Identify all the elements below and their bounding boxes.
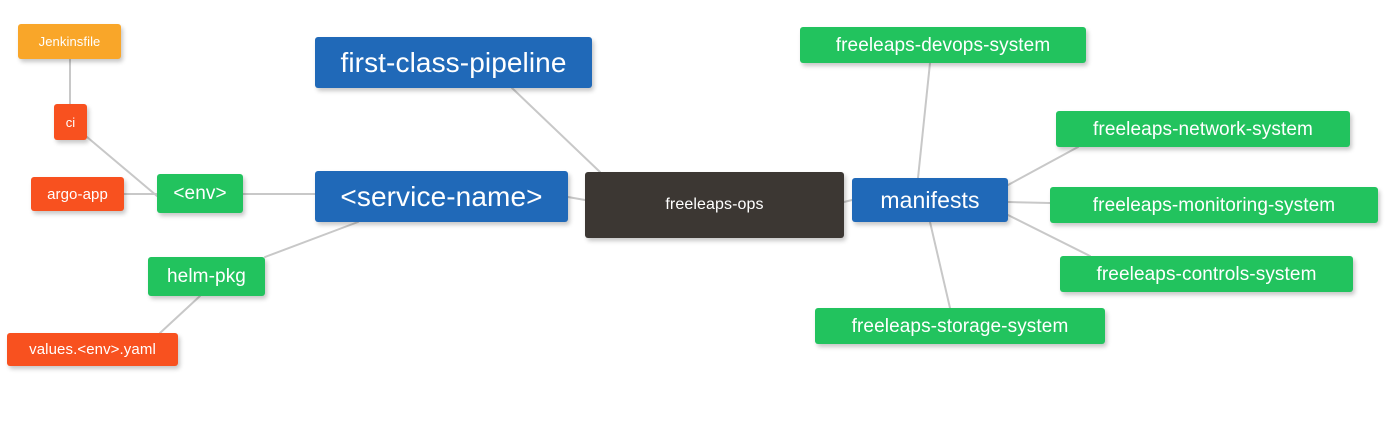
- mindmap-edge-manifests-to-freeleaps-devops-system: [917, 62, 931, 179]
- mindmap-node-label: <service-name>: [340, 180, 543, 212]
- mindmap-node-label: Jenkinsfile: [38, 34, 101, 49]
- mindmap-node-freeleaps-devops-system[interactable]: freeleaps-devops-system: [800, 27, 1086, 63]
- mindmap-node-label: freeleaps-storage-system: [851, 315, 1069, 337]
- mindmap-edge-manifests-to-freeleaps-storage-system: [929, 221, 951, 309]
- mindmap-node-label: freeleaps-network-system: [1093, 118, 1313, 140]
- mindmap-node-values-env-yaml[interactable]: values.<env>.yaml: [7, 333, 178, 366]
- mindmap-node-label: ci: [65, 114, 76, 130]
- mindmap-node-label: values.<env>.yaml: [29, 341, 156, 358]
- mindmap-edge-values-env-yaml-to-helm-pkg: [159, 295, 201, 334]
- mindmap-node-label: helm-pkg: [167, 266, 246, 287]
- mindmap-node-manifests[interactable]: manifests: [852, 178, 1008, 222]
- mindmap-node-freeleaps-monitoring-system[interactable]: freeleaps-monitoring-system: [1050, 187, 1378, 223]
- mindmap-node-label: freeleaps-monitoring-system: [1092, 194, 1336, 216]
- mindmap-node-helm-pkg[interactable]: helm-pkg: [148, 257, 265, 296]
- mindmap-edge-manifests-to-freeleaps-monitoring-system: [1007, 201, 1051, 204]
- mindmap-node-freeleaps-controls-system[interactable]: freeleaps-controls-system: [1060, 256, 1353, 292]
- mindmap-node-label: <env>: [173, 183, 227, 204]
- mindmap-node-label: freeleaps-ops: [665, 196, 764, 213]
- mindmap-node-argo-app[interactable]: argo-app: [31, 177, 124, 211]
- mindmap-edge-service-name-to-freeleaps-ops: [567, 196, 586, 201]
- mindmap-node-jenkinsfile[interactable]: Jenkinsfile: [18, 24, 121, 59]
- mindmap-node-freeleaps-ops[interactable]: freeleaps-ops: [585, 172, 844, 238]
- mindmap-edge-helm-pkg-to-service-name: [264, 221, 359, 258]
- mindmap-node-env[interactable]: <env>: [157, 174, 243, 213]
- mindmap-node-label: argo-app: [47, 185, 108, 203]
- mindmap-node-freeleaps-network-system[interactable]: freeleaps-network-system: [1056, 111, 1350, 147]
- mindmap-node-label: first-class-pipeline: [340, 46, 567, 78]
- mindmap-node-label: freeleaps-controls-system: [1096, 263, 1317, 285]
- mindmap-edge-first-class-pipeline-to-freeleaps-ops: [511, 87, 601, 173]
- mindmap-node-service-name[interactable]: <service-name>: [315, 171, 568, 222]
- mindmap-node-ci[interactable]: ci: [54, 104, 87, 140]
- mindmap-node-label: manifests: [880, 186, 980, 213]
- mindmap-edge-manifests-to-freeleaps-network-system: [1007, 146, 1079, 186]
- mindmap-edge-freeleaps-ops-to-manifests: [843, 199, 853, 203]
- mindmap-node-first-class-pipeline[interactable]: first-class-pipeline: [315, 37, 592, 88]
- mindmap-node-freeleaps-storage-system[interactable]: freeleaps-storage-system: [815, 308, 1105, 344]
- mindmap-node-label: freeleaps-devops-system: [835, 34, 1051, 56]
